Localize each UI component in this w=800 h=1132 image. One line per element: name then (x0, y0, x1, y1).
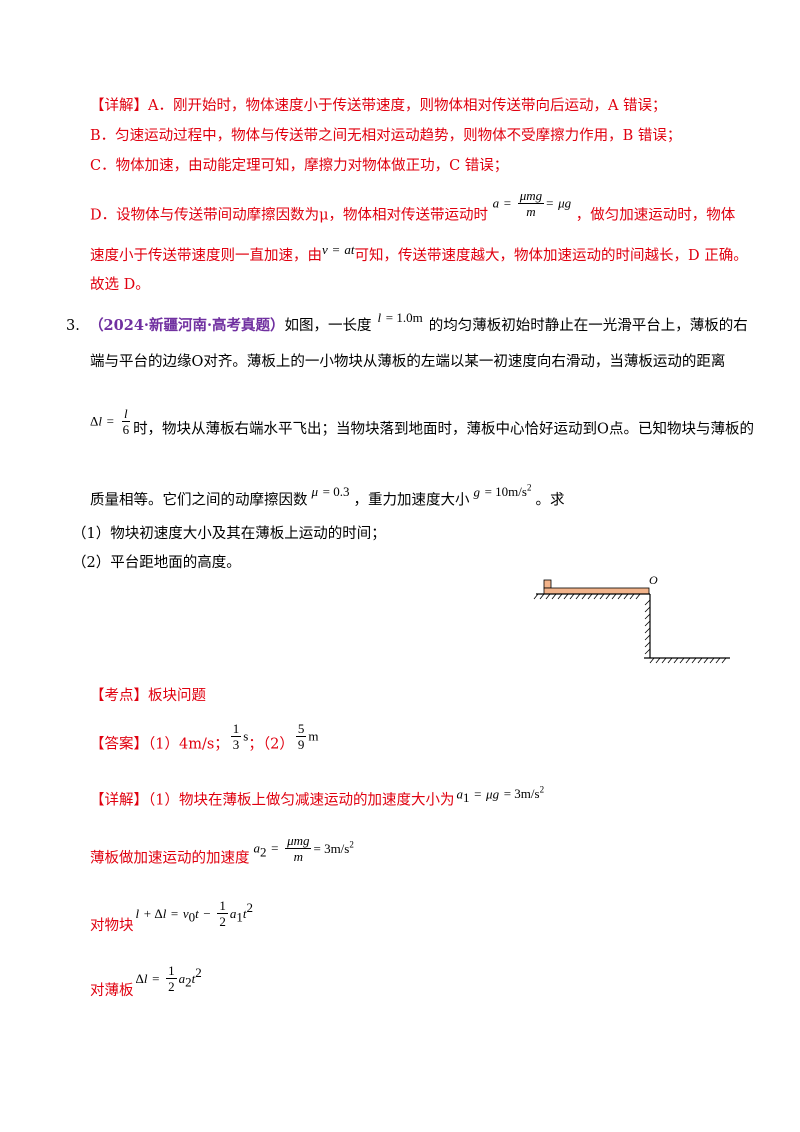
ground-hatch (649, 657, 727, 664)
formula-mu: μ = 0.3 (311, 484, 350, 500)
problem-number: 3. (66, 318, 80, 334)
formula-g: g = 10m/s2 (473, 483, 532, 500)
detail-b-line: B．匀速运动过程中，物体与传送带之间无相对运动趋势，则物体不受摩擦力作用，B 错… (90, 128, 682, 144)
platform-figure: O (533, 573, 730, 664)
question-1: （1）物块初速度大小及其在薄板上运动的时间； (72, 526, 386, 542)
problem-line-2: 端与平台的边缘O对齐。薄板上的一小物块从薄板的左端以某一初速度向右滑动，当薄板运… (90, 354, 726, 370)
kaodian-tag: 【考点】 (90, 688, 148, 704)
detail-d2-line: 速度小于传送带速度则一直加速，由v = at可知，传送带速度越大，物体加速运动的… (90, 242, 748, 264)
formula-v-at: v = at (322, 242, 355, 257)
answer-tag: 【答案】 (90, 736, 148, 753)
platform-hatch (533, 593, 641, 600)
formula-length: l = 1.0m (377, 310, 423, 325)
problem-line-4: 质量相等。它们之间的动摩擦因数μ = 0.3，重力加速度大小g = 10m/s2… (90, 483, 564, 510)
problem-source: （2024·新疆河南·高考真题） (89, 317, 285, 334)
point-o-label: O (649, 573, 658, 587)
detail-c-line: C．物体加速，由动能定理可知，摩擦力对物体做正功，C 错误； (90, 158, 509, 174)
detail-tag-2: 【详解】 (90, 792, 148, 809)
detail-a-line: 【详解】A．刚开始时，物体速度小于传送带速度，则物体相对传送带向后运动，A 错误… (90, 98, 667, 114)
problem-line-1: 3. （2024·新疆河南·高考真题）如图，一长度l = 1.0m的均匀薄板初始… (66, 310, 748, 334)
formula-a1: a1 = μg = 3m/s2 (456, 785, 545, 806)
detail-tag: 【详解】 (90, 98, 148, 114)
wall-hatch (644, 599, 651, 655)
thin-board (543, 587, 650, 595)
kaodian-line: 【考点】板块问题 (90, 688, 206, 704)
question-2: （2）平台距地面的高度。 (72, 555, 241, 571)
small-block (543, 579, 552, 589)
detail-conclusion: 故选 D。 (90, 277, 150, 293)
